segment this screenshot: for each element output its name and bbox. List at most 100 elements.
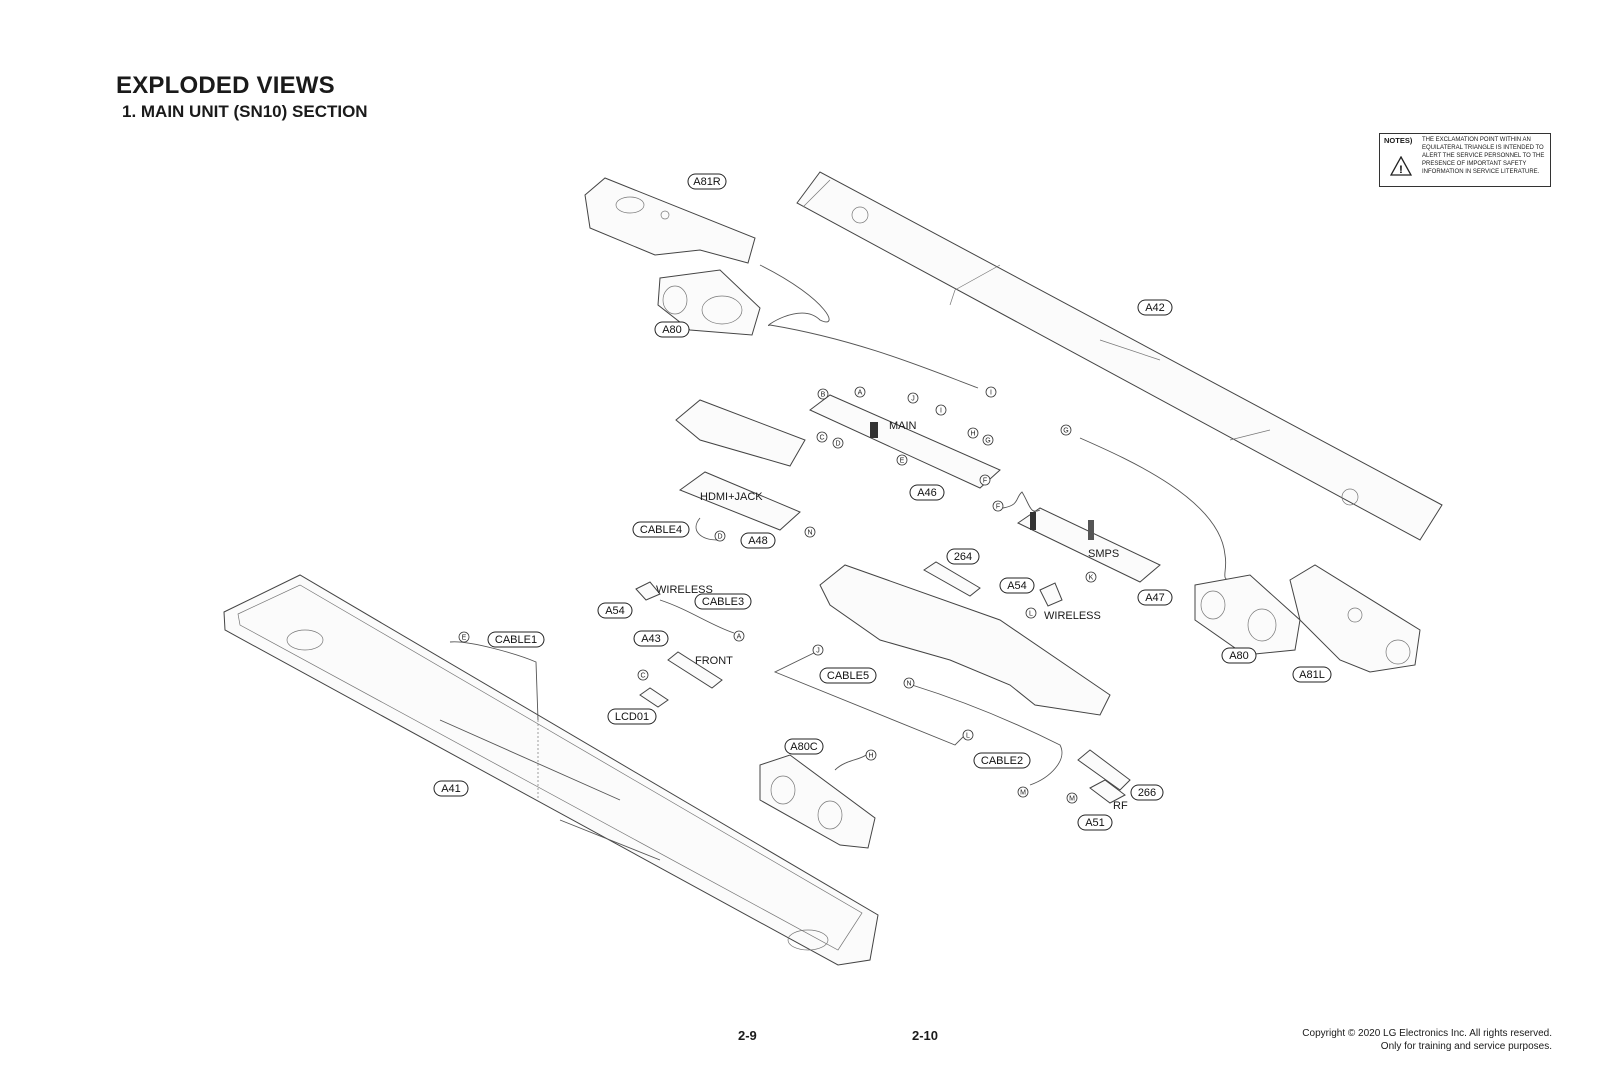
connector-l-wireless: L — [1025, 607, 1037, 619]
connector-i-main: I — [935, 404, 947, 416]
a48-hdmi-board — [678, 471, 801, 531]
section-title: 1. MAIN UNIT (SN10) SECTION — [122, 102, 368, 121]
connector-f-smps: F — [992, 500, 1004, 512]
connector-a-cable3: A — [733, 630, 745, 642]
svg-text:L: L — [966, 733, 970, 740]
part-label-a41: A41 — [433, 780, 469, 797]
copyright-line-2: Only for training and service purposes. — [1380, 1041, 1552, 1052]
svg-text:C: C — [640, 673, 645, 680]
board-label-rf: RF — [1113, 800, 1128, 812]
part-label-a54-right: A54 — [999, 577, 1035, 594]
board-label-front: FRONT — [695, 655, 733, 667]
svg-text:LCD01: LCD01 — [615, 711, 649, 723]
part-label-a48: A48 — [740, 532, 776, 549]
speaker-cable-top — [759, 264, 979, 389]
svg-text:I: I — [940, 408, 942, 415]
board-label-main: MAIN — [889, 420, 917, 432]
svg-text:J: J — [816, 648, 820, 655]
a80-top-speaker — [657, 269, 761, 336]
svg-text:A: A — [858, 390, 863, 397]
connector-m-a51: M — [1066, 792, 1078, 804]
board-label-wireless-left: WIRELESS — [656, 584, 713, 596]
svg-text:A54: A54 — [605, 605, 625, 617]
svg-text:A80: A80 — [1229, 650, 1249, 662]
part-label-a80c: A80C — [784, 738, 824, 755]
svg-text:G: G — [985, 438, 990, 445]
svg-text:CABLE3: CABLE3 — [702, 596, 744, 608]
svg-text:C: C — [819, 435, 824, 442]
copyright: Copyright © 2020 LG Electronics Inc. All… — [1302, 1027, 1552, 1053]
connector-n-hdmi: N — [804, 526, 816, 538]
svg-text:A80: A80 — [662, 324, 682, 336]
svg-text:A48: A48 — [748, 535, 768, 547]
svg-text:266: 266 — [1138, 787, 1156, 799]
connector-d-hdmi: D — [714, 530, 726, 542]
board-label-hdmi-jack: HDMI+JACK — [700, 491, 763, 503]
a54-wireless-left — [635, 581, 661, 601]
svg-text:!: ! — [1399, 164, 1403, 176]
notes-label: NOTES) — [1384, 136, 1413, 145]
svg-text:D: D — [835, 441, 840, 448]
svg-text:E: E — [462, 635, 467, 642]
connector-j-main: J — [907, 392, 919, 404]
svg-text:CABLE4: CABLE4 — [640, 524, 682, 536]
part-label-cable2: CABLE2 — [973, 752, 1031, 769]
connector-k-smps: K — [1085, 571, 1097, 583]
part-label-cable3: CABLE3 — [694, 593, 752, 610]
svg-text:H: H — [868, 753, 873, 760]
svg-text:A41: A41 — [441, 783, 461, 795]
connector-h-main: H — [967, 427, 979, 439]
a43-front-board — [667, 651, 723, 689]
svg-text:264: 264 — [954, 551, 972, 563]
page-number-left: 2-9 — [738, 1028, 757, 1043]
svg-text:A42: A42 — [1145, 302, 1165, 314]
connector-a-main: A — [854, 386, 866, 398]
svg-text:N: N — [807, 530, 812, 537]
svg-text:K: K — [1089, 575, 1094, 582]
svg-text:E: E — [900, 458, 905, 465]
svg-text:A: A — [737, 634, 742, 641]
board-label-wireless-right: WIRELESS — [1044, 610, 1101, 622]
page-title: EXPLODED VIEWS — [116, 72, 335, 99]
connector-h-a80c: H — [865, 749, 877, 761]
part-label-266: 266 — [1130, 784, 1164, 801]
part-label-a81l: A81L — [1292, 666, 1332, 683]
part-label-a42: A42 — [1137, 299, 1173, 316]
part-label-cable5: CABLE5 — [819, 667, 877, 684]
svg-text:B: B — [821, 392, 826, 399]
connector-g-main: G — [982, 434, 994, 446]
svg-text:I: I — [990, 390, 992, 397]
part-label-a54-left: A54 — [597, 602, 633, 619]
a51-rf-board — [1089, 779, 1126, 804]
smps-wire — [1002, 491, 1041, 512]
part-label-a80-right: A80 — [1221, 647, 1257, 664]
part-label-cable4: CABLE4 — [632, 521, 690, 538]
svg-text:D: D — [717, 534, 722, 541]
svg-text:A46: A46 — [917, 487, 937, 499]
svg-text:A81R: A81R — [693, 176, 721, 188]
part-label-a43: A43 — [633, 630, 669, 647]
part-label-a46: A46 — [909, 484, 945, 501]
svg-text:A81L: A81L — [1299, 669, 1325, 681]
connector-e-main: E — [896, 454, 908, 466]
svg-text:A54: A54 — [1007, 580, 1027, 592]
page-number-right: 2-10 — [912, 1028, 939, 1043]
board-label-smps: SMPS — [1088, 548, 1119, 560]
cable5-wire — [773, 649, 966, 746]
part-label-a80-top: A80 — [654, 321, 690, 338]
main-bracket — [675, 399, 806, 467]
connector-n-cable2: N — [903, 677, 915, 689]
svg-text:J: J — [911, 396, 915, 403]
connector-c-front: C — [637, 669, 649, 681]
warning-icon: ! — [1390, 156, 1412, 176]
cable1-wire — [449, 641, 539, 721]
a47-smps-board — [1017, 507, 1161, 583]
svg-text:L: L — [1029, 611, 1033, 618]
svg-text:A80C: A80C — [790, 741, 818, 753]
part-label-lcd01: LCD01 — [607, 708, 657, 725]
connector-m-cable2: M — [1017, 786, 1029, 798]
a80c-speaker — [759, 754, 876, 849]
p264-sheet — [923, 561, 981, 597]
svg-text:M: M — [1020, 790, 1026, 797]
